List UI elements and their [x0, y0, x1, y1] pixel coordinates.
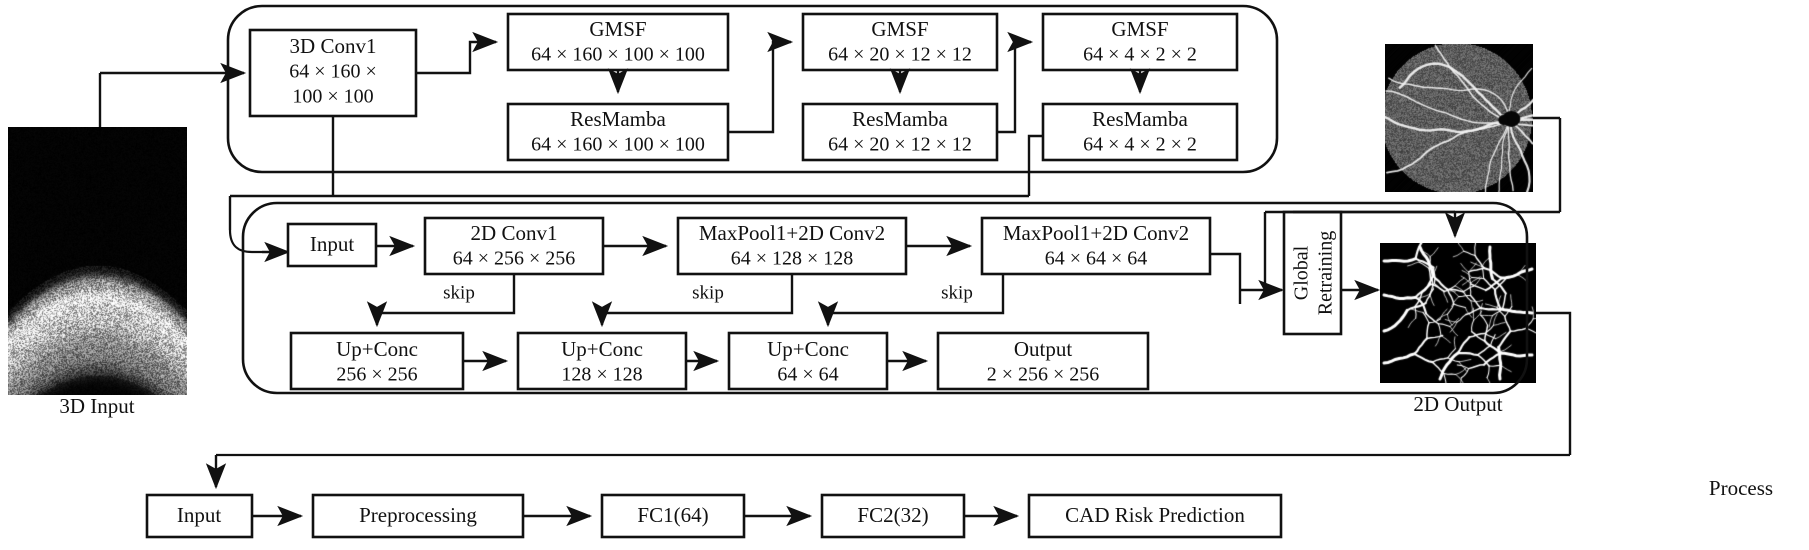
box-decoder-output-title: Output [1014, 337, 1073, 361]
caption-3d-input: 3D Input [59, 394, 134, 418]
box-decoder-2-dim: 128 × 128 [561, 364, 642, 386]
box-resmamba-2-dim: 64 × 20 × 12 × 12 [828, 134, 972, 156]
skip-label-2: skip [692, 282, 724, 303]
edge-enc3-to-gr-a [1210, 252, 1242, 304]
box-2d-input-label: Input [310, 232, 354, 256]
edge-skip-1 [366, 274, 516, 328]
box-resmamba-2[interactable] [801, 102, 999, 162]
edge-panel2d-tail [246, 393, 277, 443]
edge-bus-corner-into-2d [228, 229, 262, 254]
box-resmamba-3-title: ResMamba [1092, 107, 1188, 131]
box-3d-conv1-dim2: 100 × 100 [292, 86, 373, 108]
box-encoder-2-title: MaxPool1+2D Conv2 [699, 221, 885, 245]
box-decoder-3[interactable] [727, 331, 889, 391]
edge-bus-into-res3 [1027, 134, 1043, 196]
box-pipe-fc2[interactable] [820, 493, 966, 539]
box-decoder-output[interactable] [936, 331, 1150, 391]
edge-skip-3 [817, 274, 1005, 328]
box-encoder-3[interactable] [980, 216, 1212, 276]
pipe-step-3: FC2(32) [857, 503, 928, 527]
octa-enface-image [1385, 44, 1533, 192]
input-3d-image [8, 127, 187, 395]
box-decoder-1[interactable] [289, 331, 465, 391]
box-gmsf-3-title: GMSF [1111, 17, 1168, 41]
box-3d-conv1-title: 3D Conv1 [290, 34, 377, 58]
box-encoder-3-dim: 64 × 64 × 64 [1045, 248, 1148, 270]
box-decoder-2-title: Up+Conc [561, 337, 643, 361]
pipe-step-2: FC1(64) [637, 503, 708, 527]
caption-process: Process [1709, 476, 1773, 500]
box-decoder-3-dim: 64 × 64 [777, 364, 838, 386]
panel-2d-branch [241, 201, 1529, 395]
output-2d-image [1380, 243, 1536, 383]
box-decoder-2[interactable] [516, 331, 688, 391]
box-pipe-preprocessing[interactable] [311, 493, 525, 539]
box-encoder-1-dim: 64 × 256 × 256 [453, 248, 576, 270]
panel-3d-branch [226, 4, 1279, 174]
edge-res2-to-gmsf3 [997, 31, 1034, 134]
box-encoder-1-title: 2D Conv1 [471, 221, 558, 245]
edge-res1-to-gmsf2 [728, 31, 794, 134]
skip-label-3: skip [941, 282, 973, 303]
box-resmamba-1[interactable] [506, 102, 730, 162]
box-gmsf-2-title: GMSF [871, 17, 928, 41]
box-resmamba-3-dim: 64 × 4 × 2 × 2 [1083, 134, 1197, 156]
box-decoder-output-dim: 2 × 256 × 256 [987, 364, 1100, 386]
box-3d-conv1-dim1: 64 × 160 × [289, 61, 377, 83]
box-global-retraining[interactable] [1282, 210, 1343, 336]
edge-enface-into-output [1444, 210, 1560, 239]
box-gmsf-3-dim: 64 × 4 × 2 × 2 [1083, 44, 1197, 66]
box-encoder-3-title: MaxPool1+2D Conv2 [1003, 221, 1189, 245]
box-resmamba-3[interactable] [1041, 102, 1239, 162]
pipe-step-0: Input [177, 503, 221, 527]
box-gmsf-2-dim: 64 × 20 × 12 × 12 [828, 44, 972, 66]
box-decoder-3-title: Up+Conc [767, 337, 849, 361]
edge-conv-to-gmsf1 [416, 31, 499, 75]
box-pipe-cad[interactable] [1027, 493, 1283, 539]
box-gmsf-2[interactable] [801, 12, 999, 72]
global-retraining-line1: Global [1291, 245, 1313, 300]
caption-2d-output: 2D Output [1413, 392, 1502, 416]
box-decoder-1-dim: 256 × 256 [336, 364, 417, 386]
box-resmamba-1-title: ResMamba [570, 107, 666, 131]
pipe-step-4: CAD Risk Prediction [1065, 503, 1245, 527]
edge-seg-return-a [1536, 311, 1572, 455]
edge-enface-right [1533, 118, 1556, 290]
edge-skip-2 [591, 274, 794, 328]
skip-label-1: skip [443, 282, 475, 303]
pipe-step-1: Preprocessing [359, 503, 477, 527]
box-gmsf-3[interactable] [1041, 12, 1239, 72]
box-resmamba-2-title: ResMamba [852, 107, 948, 131]
box-resmamba-1-dim: 64 × 160 × 100 × 100 [531, 134, 705, 156]
box-encoder-1[interactable] [423, 216, 605, 276]
box-encoder-2-dim: 64 × 128 × 128 [731, 248, 854, 270]
box-2d-input[interactable] [286, 222, 378, 268]
global-retraining-line2: Retraining [1315, 231, 1337, 315]
box-gmsf-1-dim: 64 × 160 × 100 × 100 [531, 44, 705, 66]
box-gmsf-1-title: GMSF [589, 17, 646, 41]
box-decoder-1-title: Up+Conc [336, 337, 418, 361]
